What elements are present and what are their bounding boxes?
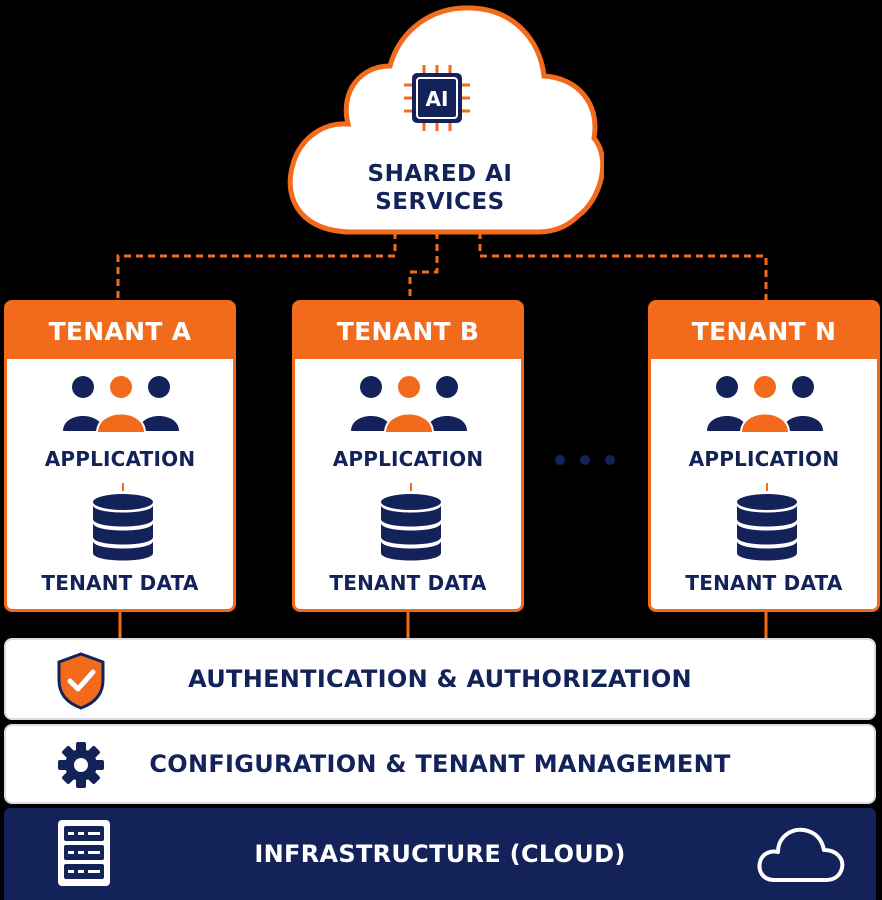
gear-icon — [58, 742, 104, 788]
users-icon — [707, 375, 823, 434]
application-label: APPLICATION — [332, 447, 484, 471]
tenant-title: TENANT A — [7, 303, 233, 359]
database-icon — [93, 494, 153, 561]
application-label: APPLICATION — [688, 447, 840, 471]
auth-layer: AUTHENTICATION & AUTHORIZATION — [4, 638, 876, 720]
more-tenants-ellipsis — [555, 450, 615, 470]
app-data-link — [766, 483, 768, 491]
cloud-title-line1: SHARED AI — [367, 161, 513, 187]
infrastructure-layer-label: INFRASTRUCTURE (CLOUD) — [254, 840, 626, 868]
ellipsis-dot — [555, 455, 565, 465]
application-label: APPLICATION — [44, 447, 196, 471]
users-icon — [63, 375, 179, 434]
ellipsis-dot — [605, 455, 615, 465]
tenant-data-label: TENANT DATA — [329, 571, 487, 595]
config-layer: CONFIGURATION & TENANT MANAGEMENT — [4, 724, 876, 804]
connector-tenant-a — [116, 232, 397, 300]
tenant-title: TENANT N — [651, 303, 877, 359]
shield-check-icon — [57, 652, 105, 710]
ai-chip-icon: AI — [404, 65, 470, 131]
cloud-title: SHARED AI SERVICES — [300, 160, 580, 216]
users-icon — [351, 375, 467, 434]
app-data-link — [410, 483, 412, 491]
tenant-data-label: TENANT DATA — [41, 571, 199, 595]
tenant-card-a: TENANT A APPLICATION TENANT DATA — [4, 300, 236, 612]
ai-chip-label: AI — [426, 87, 449, 111]
server-icon — [58, 820, 110, 886]
database-icon — [737, 494, 797, 561]
tenant-card-n: TENANT N APPLICATION TENANT DATA — [648, 300, 880, 612]
app-data-link — [122, 483, 124, 491]
connector-tenant-b — [408, 232, 439, 300]
connector-tenant-n — [478, 232, 768, 300]
tenant-card-b: TENANT B APPLICATION TENANT DATA — [292, 300, 524, 612]
config-layer-label: CONFIGURATION & TENANT MANAGEMENT — [149, 750, 731, 778]
tenant-title: TENANT B — [295, 303, 521, 359]
tenant-data-label: TENANT DATA — [685, 571, 843, 595]
cloud-title-line2: SERVICES — [375, 189, 505, 215]
ellipsis-dot — [580, 455, 590, 465]
infrastructure-layer: INFRASTRUCTURE (CLOUD) — [4, 808, 876, 900]
database-icon — [381, 494, 441, 561]
auth-layer-label: AUTHENTICATION & AUTHORIZATION — [188, 665, 692, 693]
cloud-icon — [757, 827, 845, 882]
